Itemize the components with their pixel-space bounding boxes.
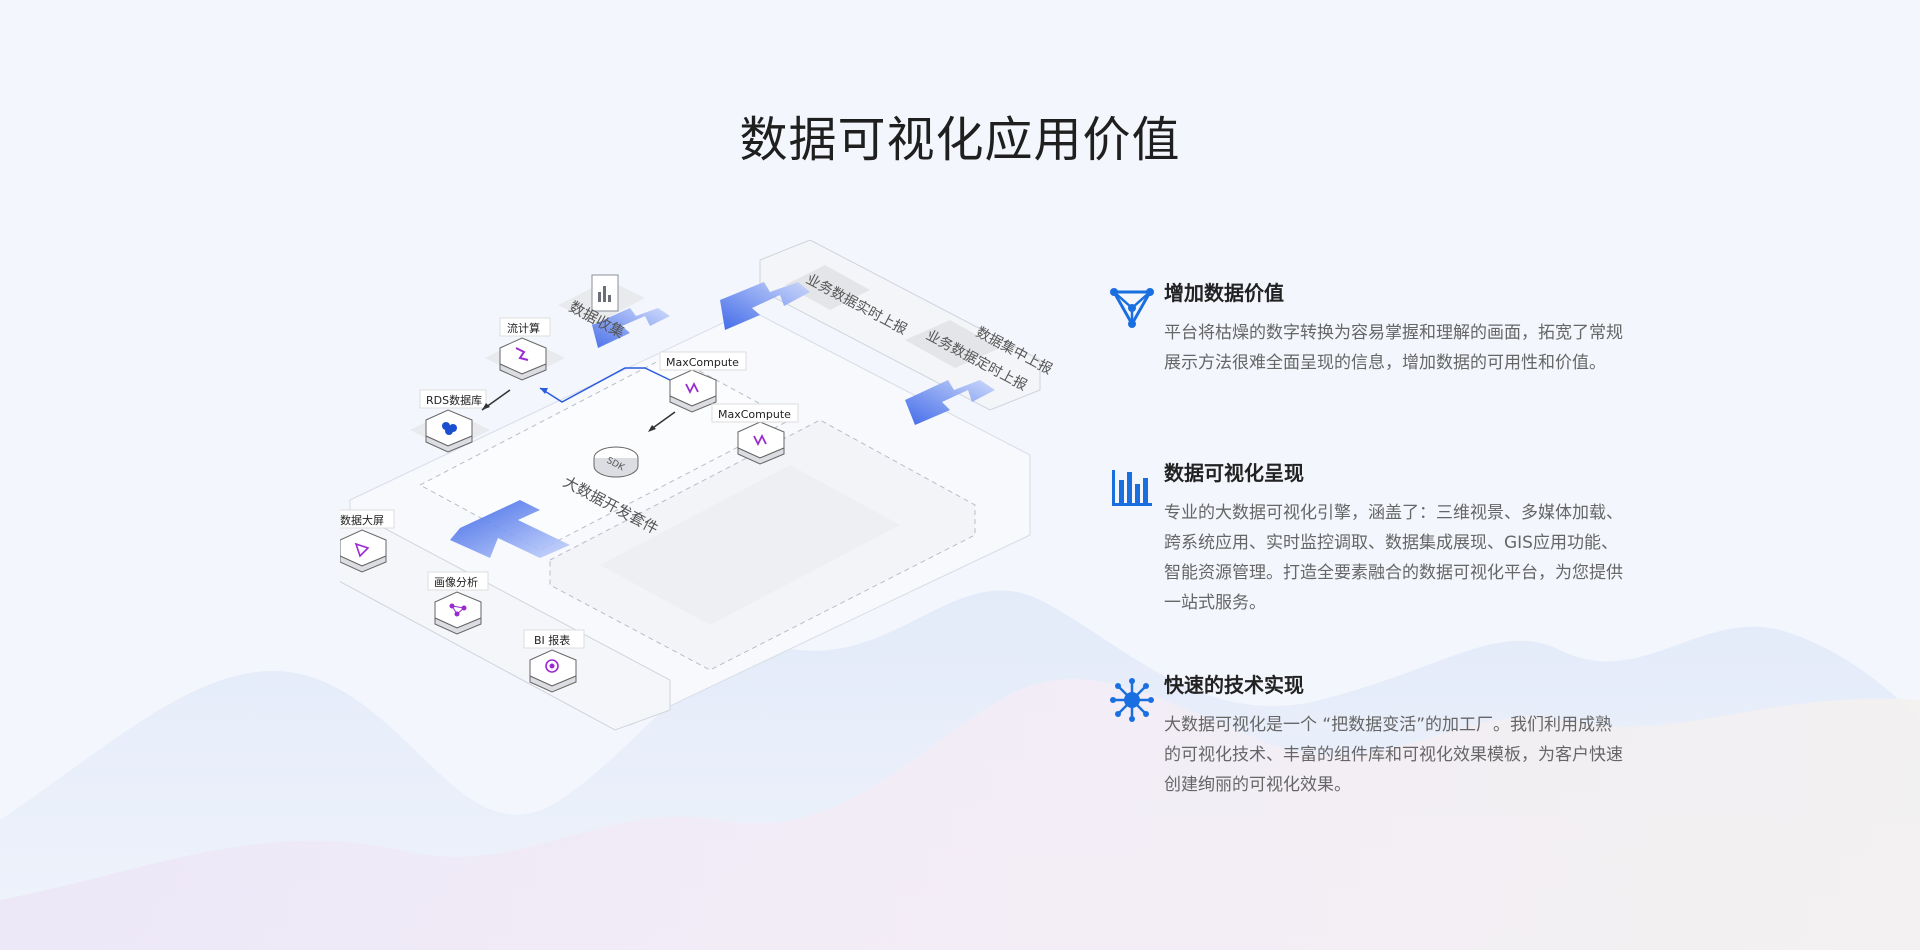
bi-report-node: BI 报表 — [523, 629, 585, 693]
stream-compute-node: 流计算 — [485, 317, 565, 381]
feature-desc: 平台将枯燥的数字转换为容易掌握和理解的画面，拓宽了常规展示方法很难全面呈现的信息… — [1164, 323, 1623, 373]
data-screen-node: 数据大屏 — [340, 509, 395, 573]
arrow-stream-in — [592, 308, 670, 348]
svg-text:画像分析: 画像分析 — [434, 575, 478, 589]
arrow-collect-out — [660, 296, 712, 330]
svg-text:MaxCompute: MaxCompute — [666, 356, 739, 369]
sdk-node: SDK — [593, 446, 639, 478]
bigdata-base — [600, 465, 900, 625]
svg-text:BI 报表: BI 报表 — [534, 633, 570, 647]
architecture-diagram: 业务数据实时上报 业务数据定时上报 数据集中上报 数据收集 流计算 — [340, 240, 1055, 731]
maxcompute-node-1: MaxCompute — [659, 351, 747, 413]
svg-text:数据大屏: 数据大屏 — [340, 513, 384, 527]
feature-item-data-value: 增加数据价值 平台将枯燥的数字转换为容易掌握和理解的画面，拓宽了常规展示方法很难… — [1110, 280, 1624, 378]
arrow-realtime-in — [720, 282, 810, 330]
arrow-mc-sdk — [649, 411, 676, 431]
triangle-network-icon — [1110, 288, 1154, 328]
bar-chart-icon — [1112, 470, 1152, 506]
arrow-to-apps — [450, 500, 570, 558]
feature-desc: 专业的大数据可视化引擎，涵盖了：三维视景、多媒体加载、跨系统应用、实时监控调取、… — [1164, 503, 1623, 613]
feature-title: 数据可视化呈现 — [1164, 461, 1304, 485]
svg-text:RDS数据库: RDS数据库 — [426, 393, 482, 407]
feature-desc: 大数据可视化是一个 “把数据变活”的加工厂。我们利用成熟的可视化技术、丰富的组件… — [1164, 715, 1623, 795]
feature-title: 增加数据价值 — [1164, 281, 1284, 305]
feature-item-visualization: 数据可视化呈现 专业的大数据可视化引擎，涵盖了：三维视景、多媒体加载、跨系统应用… — [1110, 460, 1624, 618]
maxcompute-node-2: MaxCompute — [711, 403, 799, 465]
hub-network-icon — [1110, 678, 1154, 722]
data-collect-node: 数据收集 — [558, 274, 645, 342]
page-title: 数据可视化应用价值 — [739, 112, 1181, 168]
svg-text:MaxCompute: MaxCompute — [718, 408, 791, 421]
rds-database-node: RDS数据库 — [410, 389, 490, 453]
image-analysis-node: 画像分析 — [427, 571, 489, 635]
feature-title: 快速的技术实现 — [1164, 673, 1304, 697]
feature-item-fast-tech: 快速的技术实现 大数据可视化是一个 “把数据变活”的加工厂。我们利用成熟的可视化… — [1110, 672, 1624, 800]
svg-text:流计算: 流计算 — [507, 321, 540, 335]
link-stream-maxcompute — [539, 367, 671, 403]
arrow-batch-in — [905, 380, 995, 425]
